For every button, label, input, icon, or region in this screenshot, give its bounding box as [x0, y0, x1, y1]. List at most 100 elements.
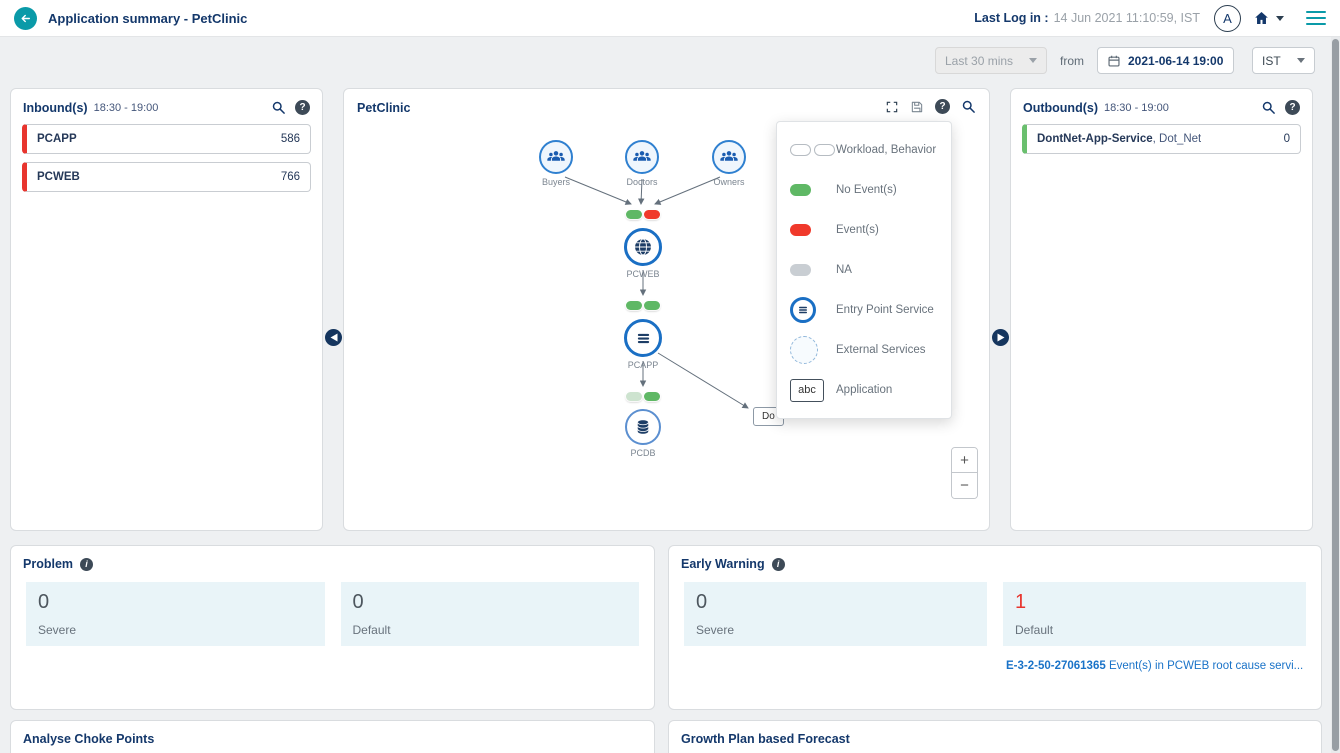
stat-box-default[interactable]: 0 Default: [340, 582, 639, 646]
choke-points-title: Analyse Choke Points: [23, 732, 155, 746]
user-node-doctors[interactable]: Doctors: [610, 140, 674, 187]
users-group-icon: [712, 140, 746, 174]
inbound-list-item[interactable]: PCWEB 766: [22, 162, 311, 192]
growth-forecast-header: Growth Plan based Forecast: [669, 721, 1321, 753]
info-icon[interactable]: i: [80, 557, 94, 571]
service-node-pcweb[interactable]: PCWEB: [611, 228, 675, 279]
next-arrow-button[interactable]: [992, 329, 1009, 346]
vertical-scrollbar[interactable]: [1331, 37, 1340, 753]
event-description: Event(s) in PCWEB root cause servi...: [1105, 660, 1304, 672]
service-name: PCAPP: [37, 133, 77, 145]
service-node-pcapp[interactable]: PCAPP: [611, 319, 675, 370]
status-pills-pcdb: [626, 392, 660, 401]
date-value: 2021-06-14 19:00: [1128, 53, 1224, 68]
problem-panel: Problem i 0 Severe 0 Default: [10, 545, 655, 710]
help-icon[interactable]: ?: [1285, 100, 1300, 115]
filter-bar: Last 30 mins from 2021-06-14 19:00 IST: [935, 47, 1315, 74]
topology-edges: [564, 176, 749, 409]
na-pill-icon: [790, 264, 836, 276]
inbound-list-item[interactable]: PCAPP 586: [22, 124, 311, 154]
time-range-value: Last 30 mins: [945, 53, 1014, 68]
database-icon: [625, 409, 661, 445]
behavior-pill[interactable]: [644, 392, 660, 401]
timezone-select[interactable]: IST: [1252, 47, 1315, 74]
from-label: from: [1060, 53, 1084, 68]
event-link[interactable]: E-3-2-50-27061365 Event(s) in PCWEB root…: [1006, 660, 1313, 672]
user-node-buyers[interactable]: Buyers: [524, 140, 588, 187]
help-icon[interactable]: ?: [295, 100, 310, 115]
chevron-down-icon[interactable]: [1276, 15, 1284, 21]
stat-label: Severe: [38, 623, 77, 637]
legend-item: External Services: [777, 330, 951, 370]
help-icon[interactable]: ?: [935, 99, 950, 114]
user-node-owners[interactable]: Owners: [697, 140, 761, 187]
outbound-time-range: 18:30 - 19:00: [1103, 101, 1169, 114]
node-label: Buyers: [541, 177, 570, 187]
inbound-panel: Inbound(s) 18:30 - 19:00 ? PCAPP 586 PCW…: [10, 88, 323, 531]
stat-value: 0: [696, 591, 708, 613]
stat-value: 1: [1015, 591, 1027, 613]
problem-title: Problem: [23, 557, 74, 571]
topology-title: PetClinic: [357, 101, 411, 115]
home-icon[interactable]: [1253, 10, 1270, 26]
search-icon[interactable]: [1261, 100, 1276, 115]
avatar[interactable]: A: [1214, 4, 1241, 32]
event-count: 766: [280, 171, 300, 183]
choke-points-header: Analyse Choke Points: [11, 721, 654, 753]
fullscreen-icon[interactable]: [885, 100, 899, 114]
service-bars-icon: [624, 319, 662, 357]
back-button[interactable]: [14, 6, 37, 30]
status-pills-pcapp: [626, 301, 660, 310]
legend-item: NA: [777, 250, 951, 290]
stat-box-severe[interactable]: 0 Severe: [684, 582, 987, 646]
topology-toolbar: ?: [885, 99, 976, 114]
workload-pill[interactable]: [626, 301, 642, 310]
service-name: PCWEB: [37, 171, 80, 183]
search-icon[interactable]: [271, 100, 286, 115]
node-label: PCAPP: [627, 360, 659, 370]
search-icon[interactable]: [961, 99, 976, 114]
scrollbar-thumb[interactable]: [1332, 39, 1339, 751]
problem-stats: 0 Severe 0 Default: [11, 580, 654, 646]
users-group-icon: [539, 140, 573, 174]
events-pill-icon: [790, 224, 836, 236]
no-events-pill-icon: [790, 184, 836, 196]
workload-pill[interactable]: [626, 210, 642, 219]
outbound-panel: Outbound(s) 18:30 - 19:00 ? DontNet-App-…: [1010, 88, 1313, 531]
node-label: Doctors: [626, 177, 658, 187]
workload-behavior-pills-icon: [790, 144, 836, 156]
globe-icon: [624, 228, 662, 266]
stat-label: Severe: [696, 623, 735, 637]
behavior-pill[interactable]: [644, 210, 660, 219]
date-input[interactable]: 2021-06-14 19:00: [1097, 47, 1234, 74]
stat-box-default[interactable]: 1 Default: [1003, 582, 1306, 646]
legend-item: No Event(s): [777, 170, 951, 210]
event-count: 586: [280, 133, 300, 145]
zoom-in-button[interactable]: +: [952, 448, 977, 473]
info-icon[interactable]: i: [771, 557, 785, 571]
legend-item: Event(s): [777, 210, 951, 250]
save-icon[interactable]: [910, 100, 924, 114]
stat-box-severe[interactable]: 0 Severe: [26, 582, 325, 646]
early-warning-panel: Early Warning i 0 Severe 1 Default E-3-2…: [668, 545, 1322, 710]
legend-item: Workload, Behavior: [777, 130, 951, 170]
top-header: Application summary - PetClinic Last Log…: [0, 0, 1340, 37]
hamburger-menu-icon[interactable]: [1306, 10, 1326, 26]
service-node-pcdb[interactable]: PCDB: [611, 409, 675, 458]
last-login-label: Last Log in :: [974, 11, 1049, 25]
growth-forecast-panel: Growth Plan based Forecast: [668, 720, 1322, 753]
behavior-pill[interactable]: [644, 301, 660, 310]
previous-arrow-button[interactable]: [325, 329, 342, 346]
time-range-select[interactable]: Last 30 mins: [935, 47, 1047, 74]
chevron-down-icon: [1297, 58, 1305, 63]
zoom-controls: + −: [951, 447, 978, 499]
service-type: , Dot_Net: [1152, 133, 1202, 145]
workload-pill[interactable]: [626, 392, 642, 401]
home-glyph: [1255, 12, 1268, 24]
inbound-time-range: 18:30 - 19:00: [93, 101, 159, 114]
zoom-out-button[interactable]: −: [952, 473, 977, 498]
outbound-list-item[interactable]: DontNet-App-Service, Dot_Net 0: [1022, 124, 1301, 154]
choke-points-panel: Analyse Choke Points: [10, 720, 655, 753]
early-warning-title: Early Warning: [681, 557, 765, 571]
